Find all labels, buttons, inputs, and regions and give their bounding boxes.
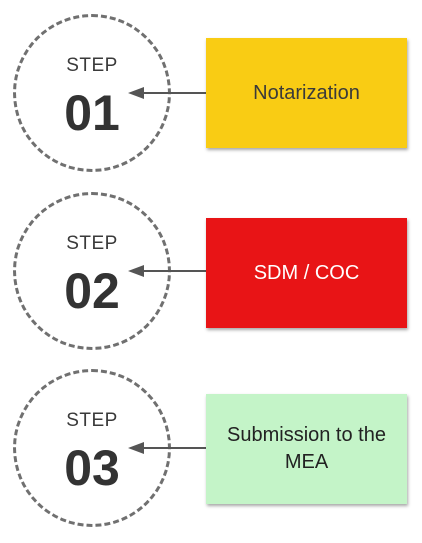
step-3-arrow bbox=[128, 442, 208, 454]
step-2-card: SDM / COC bbox=[206, 218, 407, 328]
step-3-label: STEP bbox=[66, 410, 118, 431]
step-2-number: 02 bbox=[64, 263, 120, 319]
step-2-arrow bbox=[128, 265, 208, 277]
step-1-card-text: Notarization bbox=[253, 81, 360, 104]
step-3-card: Submission to the MEA bbox=[206, 394, 407, 504]
step-3-number: 03 bbox=[64, 440, 120, 496]
step-1: STEP 01 Notarization bbox=[0, 10, 422, 180]
step-1-number: 01 bbox=[64, 85, 120, 141]
step-2: STEP 02 SDM / COC bbox=[0, 188, 422, 358]
step-1-arrow bbox=[128, 87, 208, 99]
step-3-circle: STEP 03 bbox=[13, 369, 171, 527]
step-2-card-text: SDM / COC bbox=[253, 261, 360, 284]
step-3-card-text: Submission to the MEA bbox=[227, 424, 386, 473]
step-1-card: Notarization bbox=[206, 38, 407, 148]
step-3: STEP 03 Submission to the MEA bbox=[0, 365, 422, 535]
step-2-label: STEP bbox=[66, 233, 118, 254]
step-1-label: STEP bbox=[66, 55, 118, 76]
